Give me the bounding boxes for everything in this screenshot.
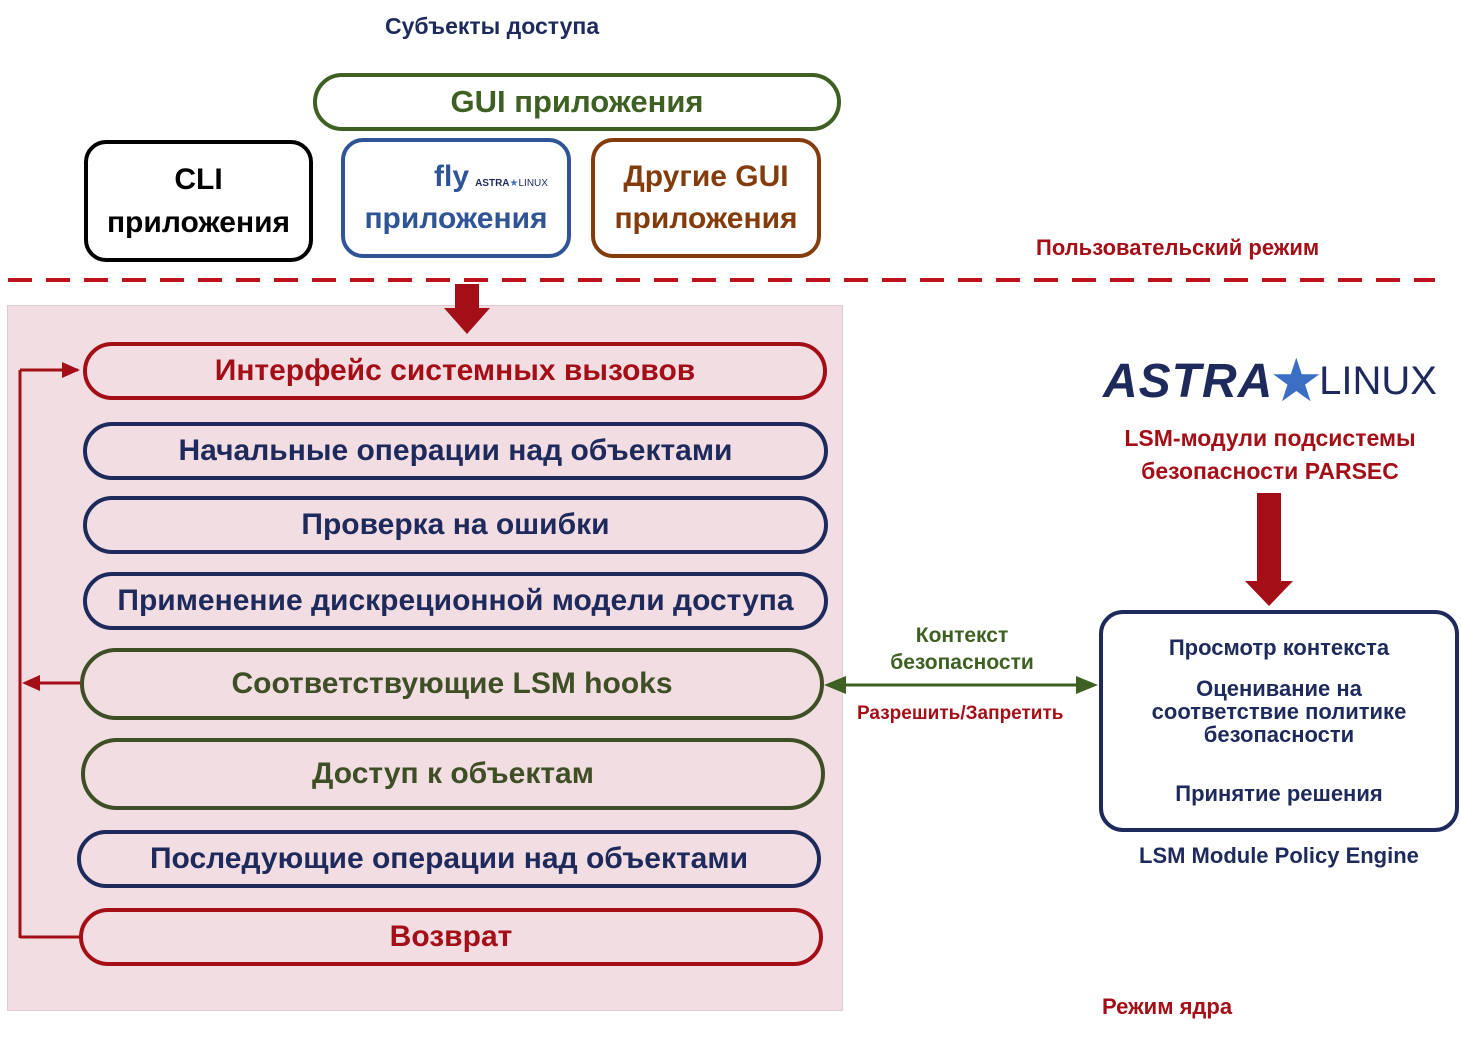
step-return: Возврат: [79, 908, 823, 966]
engine-policy-evaluation: Оценивание на соответствие политике безо…: [1151, 676, 1407, 748]
security-context-label: Контекст безопасности: [890, 624, 1034, 675]
linux-logo-word: LINUX: [1319, 358, 1437, 403]
loop-arrow-hooks-head: [22, 675, 40, 691]
other-gui-apps-box: Другие GUI приложения: [591, 138, 821, 258]
loop-arrow-top-head: [62, 362, 80, 378]
step-post-operations: Последующие операции над объектами: [77, 830, 821, 888]
step-return-label: Возврат: [389, 920, 513, 953]
user-mode-label: Пользовательский режим: [1036, 235, 1320, 260]
step-initial-operations: Начальные операции над объектами: [83, 422, 828, 480]
engine-view-context: Просмотр контекста: [1168, 635, 1390, 660]
kernel-mode-label: Режим ядра: [1102, 994, 1233, 1019]
other-gui-line2: приложения: [614, 202, 798, 235]
fly-apps-line2: приложения: [364, 202, 548, 235]
fly-astra-logo-mini: ASTRA★LINUX: [475, 178, 548, 189]
step-object-access: Доступ к объектам: [81, 738, 825, 810]
gui-apps-label: GUI приложения: [450, 84, 704, 119]
subjects-label: Субъекты доступа: [385, 13, 600, 39]
gui-apps-box: GUI приложения: [313, 73, 841, 131]
allow-deny-label: Разрешить/Запретить: [857, 703, 1064, 724]
entry-arrow-shaft: [455, 284, 479, 310]
context-arrow-left-head: [824, 676, 846, 694]
step-initial-operations-label: Начальные операции над объектами: [178, 434, 733, 467]
other-gui-line1: Другие GUI: [623, 160, 789, 193]
step-lsm-hooks: Соответствующие LSM hooks: [80, 648, 824, 720]
parsec-arrow-head: [1245, 581, 1293, 606]
engine-decision: Принятие решения: [1175, 781, 1383, 807]
fly-apps-box: fly ASTRA★LINUX приложения: [341, 138, 571, 258]
step-error-check-label: Проверка на ошибки: [301, 508, 610, 541]
fly-word: fly: [434, 160, 470, 193]
step-object-access-label: Доступ к объектам: [312, 757, 594, 790]
astra-logo-word: ASTRA: [1103, 354, 1274, 408]
step-dac-model: Применение дискреционной модели доступа: [83, 572, 828, 630]
astra-star-icon: ★: [1269, 347, 1324, 414]
policy-engine-label: LSM Module Policy Engine: [1139, 843, 1419, 868]
step-error-check: Проверка на ошибки: [83, 496, 828, 554]
step-post-operations-label: Последующие операции над объектами: [149, 842, 749, 875]
parsec-arrow-shaft: [1257, 493, 1281, 583]
lsm-modules-label: LSM-модули подсистемы безопасности PARSE…: [1124, 425, 1416, 485]
fly-brand: fly ASTRA★LINUX: [434, 156, 548, 198]
step-dac-model-label: Применение дискреционной модели доступа: [117, 584, 794, 617]
astra-linux-logo: ASTRA ★ LINUX: [1103, 347, 1437, 414]
cli-apps-line1: CLI: [174, 162, 223, 196]
context-arrow-right-head: [1076, 676, 1098, 694]
step-syscall-interface-label: Интерфейс системных вызовов: [214, 354, 696, 387]
cli-apps-line2: приложения: [106, 206, 291, 239]
entry-arrow-head: [444, 308, 490, 334]
step-lsm-hooks-label: Соответствующие LSM hooks: [231, 667, 673, 700]
step-syscall-interface: Интерфейс системных вызовов: [83, 342, 827, 400]
cli-apps-box: CLI приложения: [84, 140, 313, 262]
policy-engine-box: Просмотр контекста Оценивание на соответ…: [1099, 610, 1459, 832]
